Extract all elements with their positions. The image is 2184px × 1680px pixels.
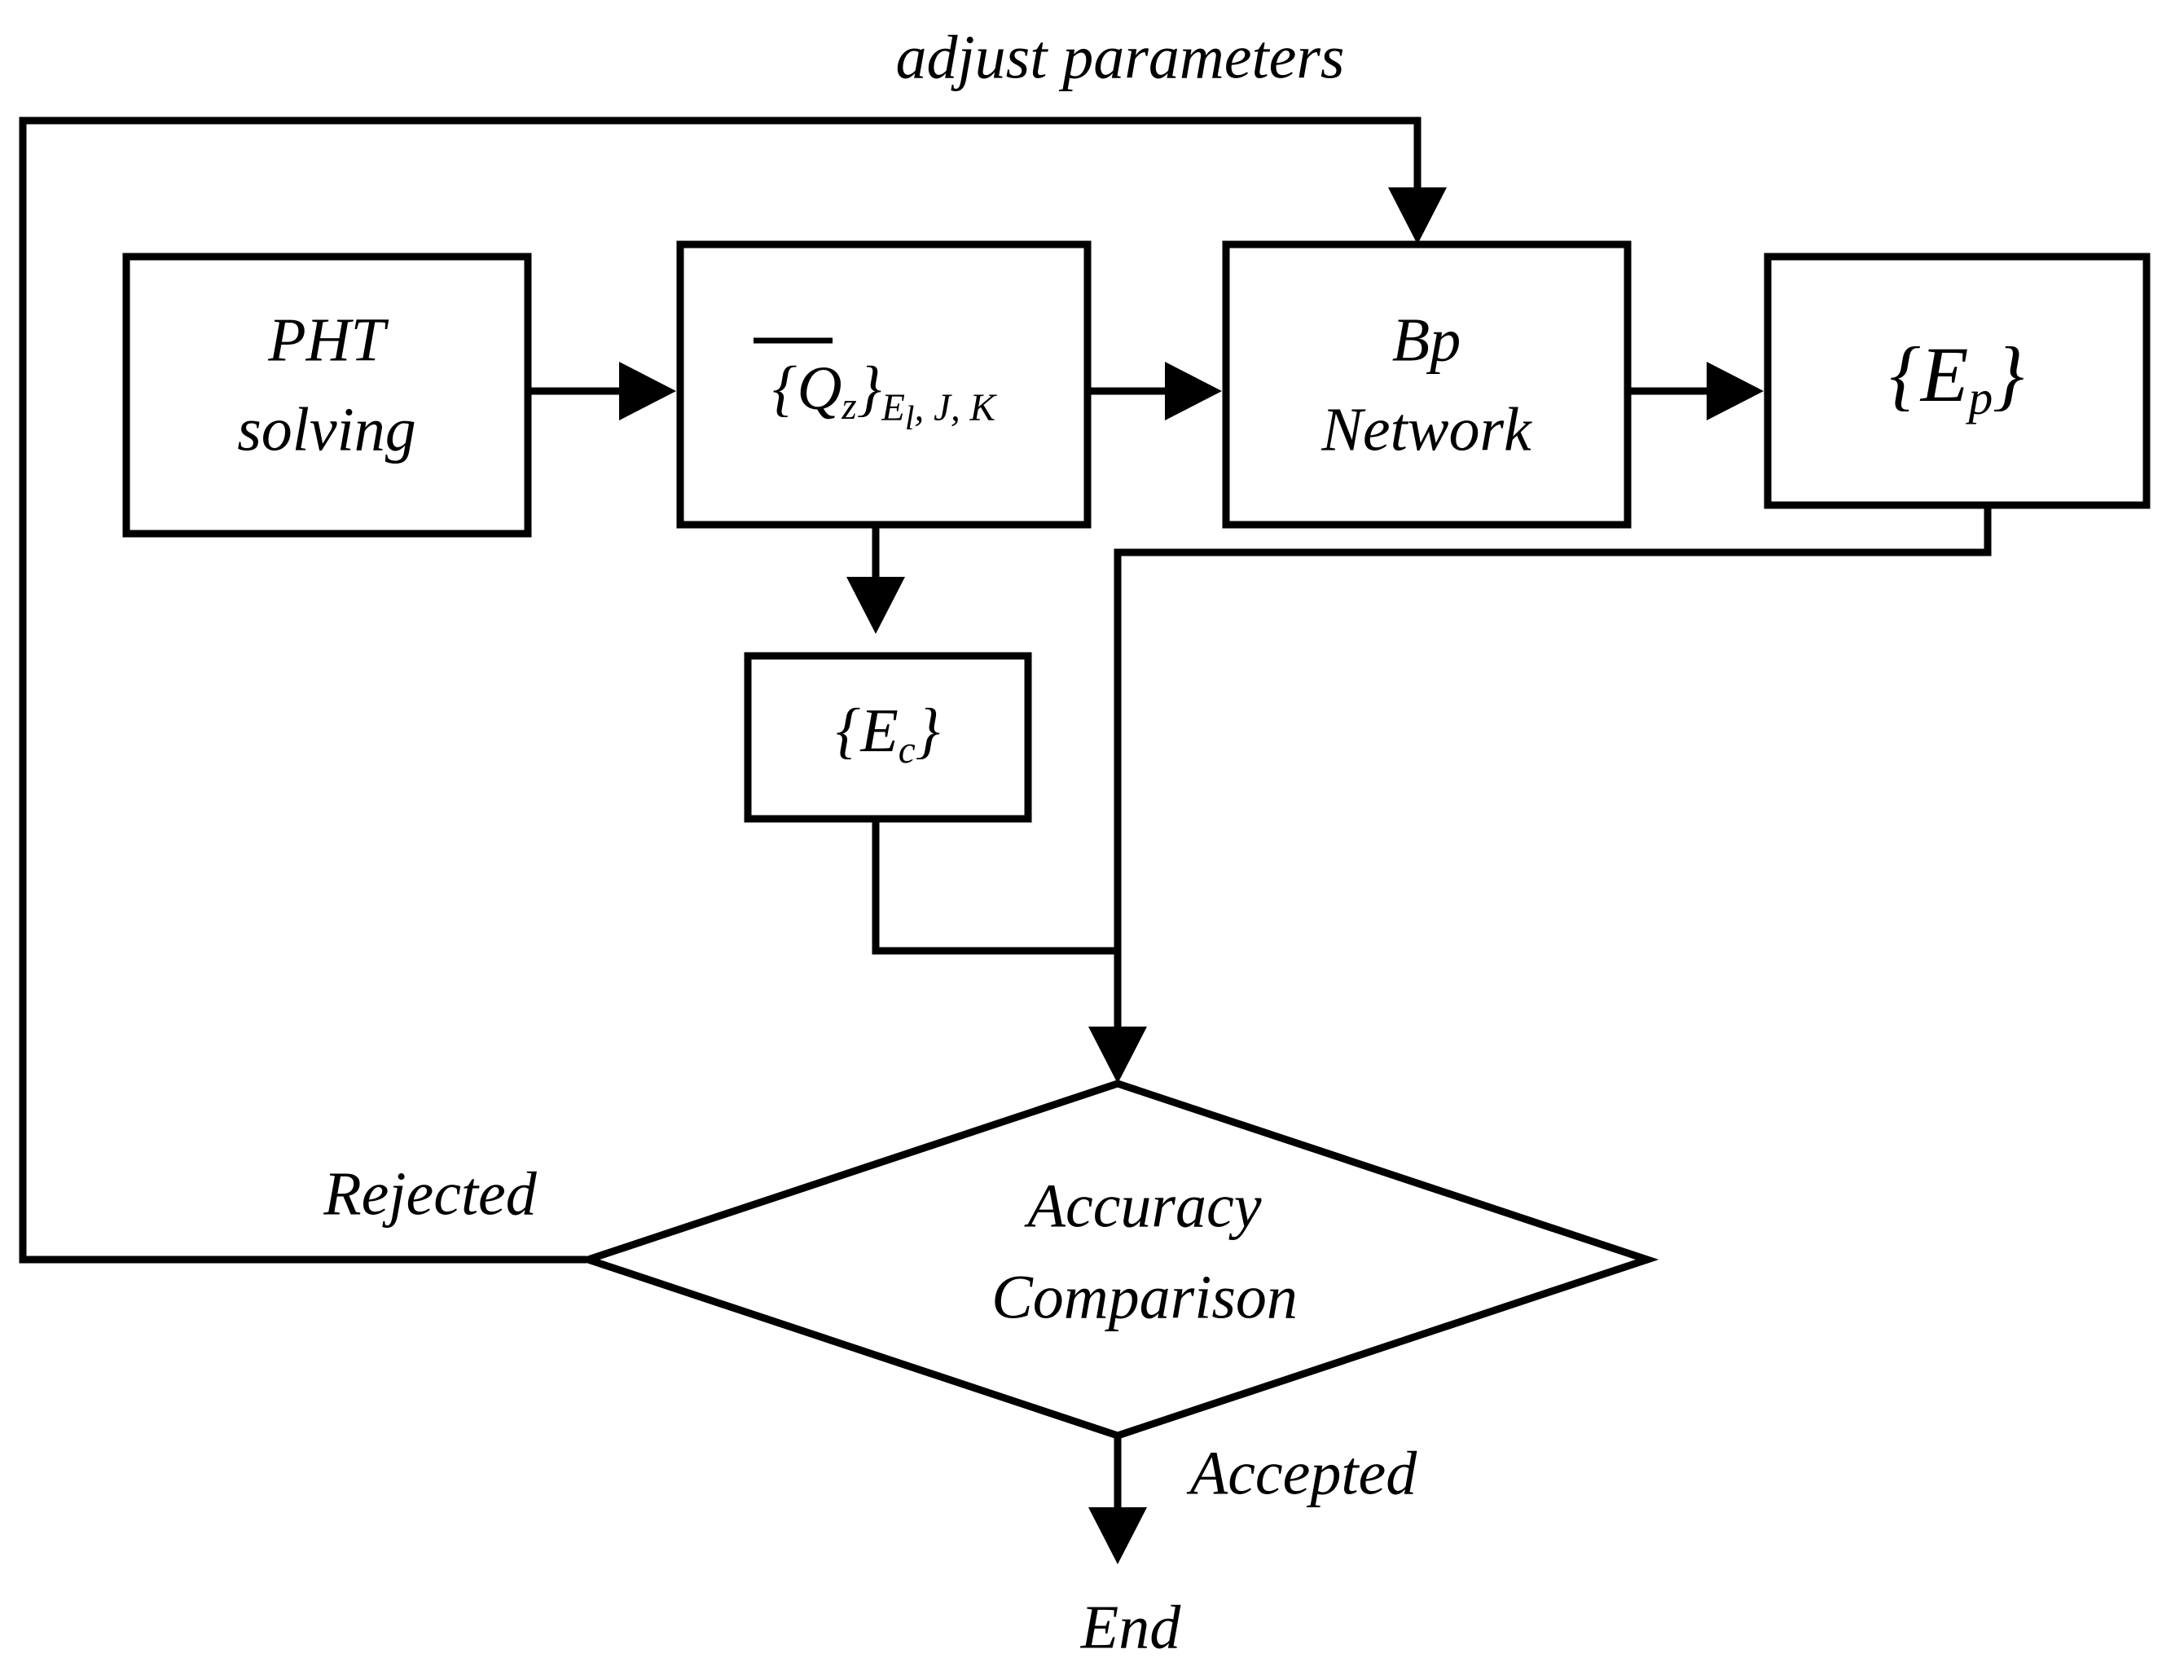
node-ep-set[interactable] (1764, 253, 2151, 509)
node-qz-set-label: {Qz}El, J, K (772, 354, 997, 437)
node-pht-solving[interactable] (122, 253, 532, 538)
arrowhead-merge-to-decision (1088, 1027, 1147, 1084)
node-accuracy-comparison-label-line1: Accuracy (1024, 1172, 1262, 1240)
edge-label-adjust-parameters: adjust parameters (896, 23, 1345, 91)
node-bp-network-label-line1: Bp (1392, 306, 1461, 374)
node-accuracy-comparison[interactable] (576, 1080, 1659, 1440)
connector-ep-to-merge (1114, 505, 1992, 1051)
node-end-label: End (1080, 1593, 1181, 1661)
arrowhead-decision-to-end (1088, 1507, 1147, 1564)
connector-rejected-feedback (19, 117, 1422, 1264)
edge-label-accepted: Accepted (1186, 1439, 1417, 1507)
node-qz-set[interactable] (676, 240, 1092, 529)
node-pht-solving-label-line1: PHT (267, 306, 389, 374)
arrowhead-qz-to-ec (846, 577, 905, 634)
node-bp-network[interactable] (1222, 240, 1632, 529)
arrowhead-pht-to-qz (619, 362, 676, 420)
node-accuracy-comparison-label-line2: Comparison (991, 1263, 1298, 1331)
node-ec-set[interactable] (744, 652, 1032, 823)
node-pht-solving-label-line2: solving (237, 395, 416, 464)
connector-ec-to-merge (872, 819, 1118, 955)
node-ec-set-label: {Ec} (836, 697, 940, 771)
node-bp-network-label-line2: Network (1321, 395, 1532, 464)
arrowhead-feedback-to-bp (1388, 187, 1447, 244)
arrowhead-qz-to-bp (1165, 362, 1222, 420)
node-ep-set-label: {Ep} (1889, 331, 2024, 424)
arrowhead-bp-to-ep (1707, 362, 1764, 420)
edge-label-rejected: Rejected (323, 1159, 538, 1228)
